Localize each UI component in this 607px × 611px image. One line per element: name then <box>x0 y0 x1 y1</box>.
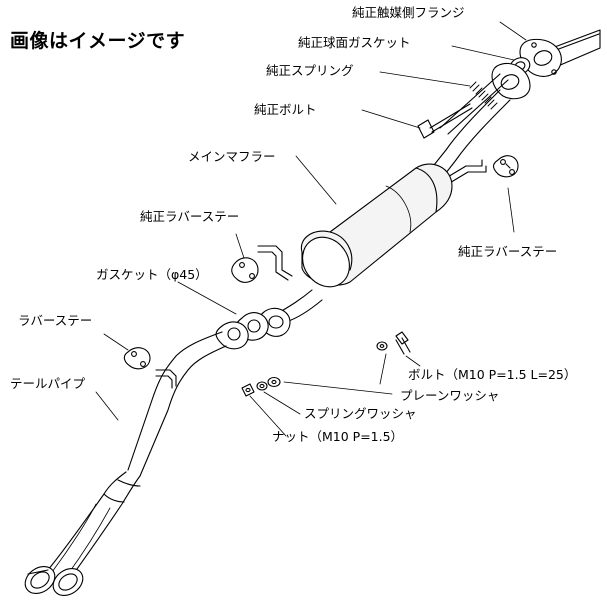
catalyst-flange <box>519 38 562 77</box>
tail-hanger <box>123 347 177 389</box>
label-tail-pipe: テールパイプ <box>10 376 86 391</box>
main-muffler <box>300 163 453 288</box>
label-spring: 純正スプリング <box>266 63 354 78</box>
rubber-stay-left-part <box>231 257 259 283</box>
nut-washer-stack <box>241 376 281 397</box>
front-pipe <box>429 89 511 179</box>
label-rubber-stay-right: 純正ラバーステー <box>458 244 558 259</box>
label-spherical-gasket: 純正球面ガスケット <box>298 35 411 50</box>
catalyst-pipe <box>551 29 601 67</box>
label-bolt-m10: ボルト（M10 P=1.5 L=25） <box>408 367 577 382</box>
label-rubber-stay-left: 純正ラバーステー <box>140 209 240 224</box>
tail-tips <box>24 566 84 596</box>
label-spring-washer: スプリングワッシャ <box>304 406 417 421</box>
label-genuine-bolt: 純正ボルト <box>254 102 317 117</box>
label-plain-washer: プレーンワッシャ <box>400 388 500 403</box>
label-rubber-stay: ラバーステー <box>18 313 93 328</box>
hanger-rod-right <box>445 159 487 185</box>
label-main-muffler: メインマフラー <box>188 149 276 164</box>
hanger-rod-left <box>257 245 293 281</box>
plain-washer-part <box>376 341 388 351</box>
leader-lines <box>95 21 527 437</box>
label-nut-m10: ナット（M10 P=1.5） <box>272 429 404 444</box>
mid-flange-gasket <box>215 307 291 350</box>
page-title: 画像はイメージです <box>10 30 186 52</box>
tail-pipe <box>47 331 227 577</box>
label-catalyst-flange: 純正触媒側フランジ <box>352 5 465 20</box>
bolt-m10 <box>395 331 411 355</box>
spring-coils <box>469 81 498 110</box>
rubber-stay-right-part <box>492 155 519 178</box>
genuine-bolt <box>417 103 473 139</box>
front-flange <box>439 62 531 135</box>
label-gasket-45: ガスケット（φ45） <box>96 267 208 282</box>
